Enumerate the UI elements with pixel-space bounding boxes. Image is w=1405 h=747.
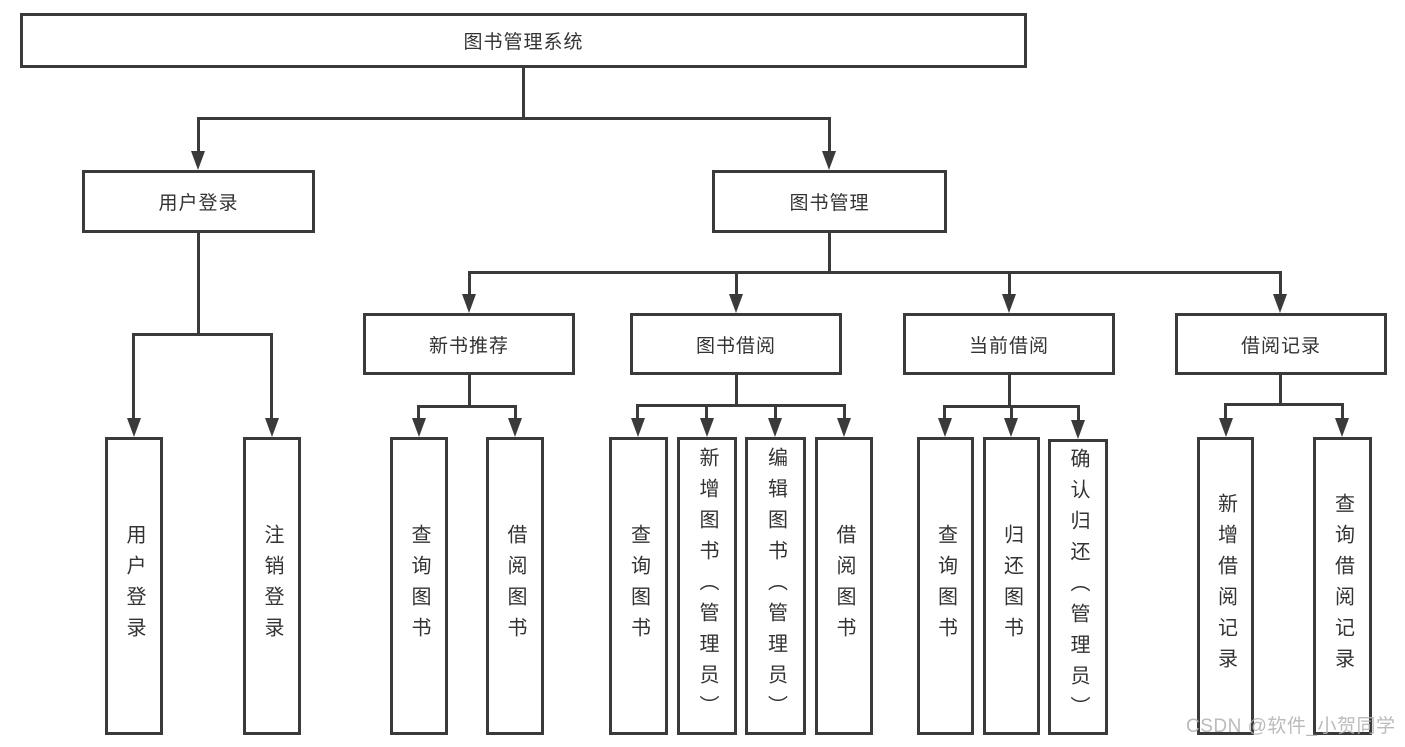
connector-line: [1008, 271, 1011, 297]
connector-line: [843, 404, 846, 421]
leaf-label: 编辑图书（管理员）: [764, 446, 787, 726]
connector-arrow: [1335, 418, 1349, 437]
leaf-query-books-borrow: 查询图书: [609, 437, 668, 735]
connector-arrow: [265, 418, 279, 437]
connector-line: [828, 117, 831, 155]
connector-line: [468, 271, 471, 297]
connector-line: [417, 405, 517, 408]
leaf-query-books-recommend: 查询图书: [390, 437, 448, 735]
leaf-label: 确认归还（管理员）: [1067, 447, 1089, 727]
node-book-management: 图书管理: [712, 170, 947, 233]
connector-line: [1224, 403, 1227, 421]
connector-arrow: [729, 294, 743, 313]
connector-arrow: [938, 418, 952, 437]
connector-line: [1279, 271, 1282, 297]
connector-line: [197, 117, 831, 120]
leaf-label: 新增图书（管理员）: [696, 446, 718, 726]
node-book-borrow: 图书借阅: [630, 313, 842, 375]
connector-line: [132, 333, 273, 336]
connector-line: [1279, 375, 1282, 406]
connector-line: [197, 117, 200, 155]
connector-line: [468, 271, 1282, 274]
leaf-label: 查询图书: [627, 524, 650, 648]
connector-line: [270, 333, 273, 421]
leaf-label: 查询图书: [408, 524, 430, 648]
connector-line: [197, 233, 200, 336]
node-new-book-recommend: 新书推荐: [363, 313, 575, 375]
connector-line: [636, 404, 639, 421]
leaf-label: 新增借阅记录: [1214, 493, 1237, 679]
connector-line: [735, 375, 738, 407]
leaf-logout: 注销登录: [243, 437, 301, 735]
leaf-label: 借阅图书: [833, 524, 855, 648]
connector-arrow: [127, 418, 141, 437]
leaf-label: 借阅图书: [504, 524, 526, 648]
leaf-borrow-books-recommend: 借阅图书: [486, 437, 544, 735]
node-current-borrow: 当前借阅: [903, 313, 1115, 375]
node-borrow-records: 借阅记录: [1175, 313, 1387, 375]
connector-line: [522, 68, 525, 118]
connector-arrow: [700, 418, 714, 437]
node-root: 图书管理系统: [20, 13, 1027, 68]
leaf-user-login: 用户登录: [105, 437, 163, 735]
leaf-query-borrow-record: 查询借阅记录: [1313, 437, 1372, 735]
connector-arrow: [412, 418, 426, 437]
node-user-login: 用户登录: [82, 170, 315, 233]
connector-line: [774, 404, 777, 421]
connector-line: [705, 404, 708, 421]
connector-line: [468, 375, 471, 408]
connector-arrow: [822, 151, 836, 170]
connector-line: [1077, 405, 1080, 423]
connector-line: [735, 271, 738, 297]
leaf-confirm-return-admin: 确认归还（管理员）: [1048, 439, 1108, 735]
leaf-label: 注销登录: [261, 524, 283, 648]
leaf-add-borrow-record: 新增借阅记录: [1197, 437, 1254, 735]
csdn-watermark: CSDN @软件_小贺同学: [1186, 716, 1396, 737]
connector-line: [1341, 403, 1344, 421]
leaf-add-book-admin: 新增图书（管理员）: [677, 437, 737, 735]
connector-line: [132, 333, 135, 421]
leaf-return-books: 归还图书: [983, 437, 1040, 735]
connector-arrow: [768, 418, 782, 437]
connector-line: [943, 405, 946, 421]
leaf-label: 查询借阅记录: [1331, 493, 1354, 679]
connector-arrow: [191, 151, 205, 170]
connector-arrow: [837, 418, 851, 437]
leaf-label: 用户登录: [123, 524, 145, 648]
connector-arrow: [1219, 418, 1233, 437]
leaf-query-books-current: 查询图书: [917, 437, 974, 735]
leaf-label: 查询图书: [934, 524, 957, 648]
connector-arrow: [1071, 420, 1085, 439]
connector-line: [417, 405, 420, 421]
connector-line: [1010, 405, 1013, 421]
leaf-borrow-books: 借阅图书: [815, 437, 873, 735]
leaf-edit-book-admin: 编辑图书（管理员）: [745, 437, 806, 735]
leaf-label: 归还图书: [1000, 524, 1023, 648]
connector-arrow: [1004, 418, 1018, 437]
connector-arrow: [1002, 294, 1016, 313]
connector-line: [1008, 375, 1011, 408]
connector-line: [636, 404, 846, 407]
connector-line: [828, 233, 831, 273]
connector-line: [514, 405, 517, 421]
connector-arrow: [631, 418, 645, 437]
connector-arrow: [508, 418, 522, 437]
connector-arrow: [1273, 294, 1287, 313]
connector-line: [1224, 403, 1344, 406]
connector-arrow: [462, 294, 476, 313]
